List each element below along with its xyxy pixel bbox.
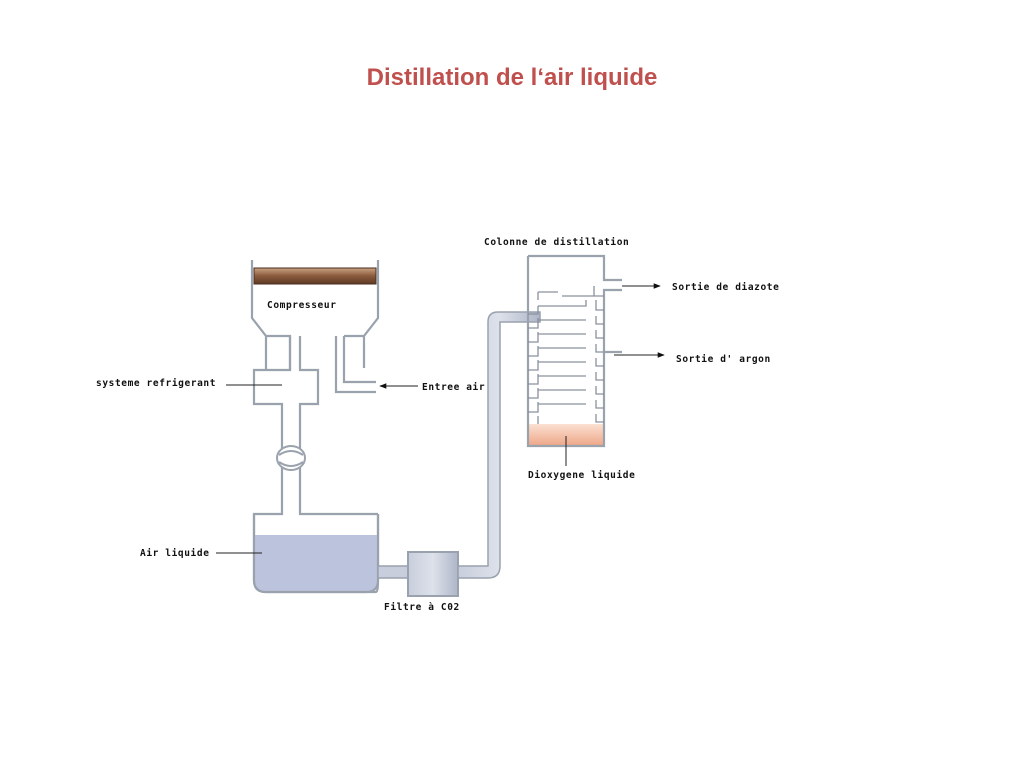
liquid-air-tank xyxy=(252,514,380,594)
column-trays xyxy=(528,286,604,424)
refrigeration-label: systeme refrigerant xyxy=(96,378,216,389)
refrigeration-system xyxy=(252,336,376,440)
distillation-column xyxy=(526,254,622,448)
liquid-air-label: Air liquide xyxy=(140,548,210,559)
nitrogen-outlet-label: Sortie de diazote xyxy=(672,282,779,293)
liquid-oxygen-label: Dioxygene liquide xyxy=(528,470,635,481)
compressor-piston xyxy=(253,267,377,285)
compressor xyxy=(250,260,380,370)
pipe-tank-filter xyxy=(377,565,409,579)
slide-title: Distillation de l‘air liquide xyxy=(366,64,658,91)
air-inlet-label: Entree air xyxy=(422,382,485,393)
riser-pipe xyxy=(457,311,541,579)
compressor-label: Compresseur xyxy=(267,300,337,311)
co2-filter-label: Filtre à C02 xyxy=(384,602,460,613)
argon-outlet-label: Sortie d' argon xyxy=(676,354,771,365)
column-label: Colonne de distillation xyxy=(484,237,629,248)
co2-filter xyxy=(407,551,459,597)
